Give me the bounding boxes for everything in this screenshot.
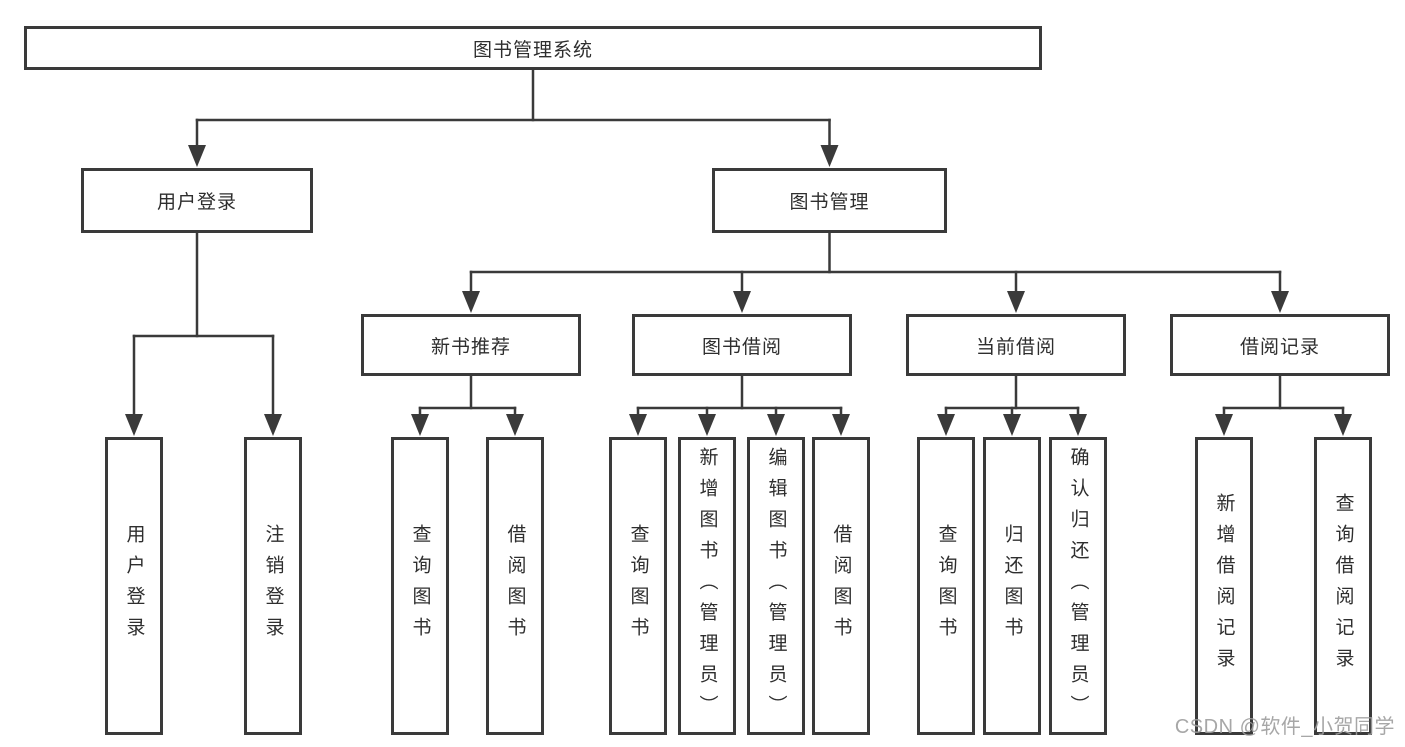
node-label: 图书管理 — [789, 192, 870, 213]
arrowhead-icon — [767, 414, 785, 436]
arrowhead-icon — [820, 145, 839, 167]
arrowhead-icon — [1334, 414, 1352, 436]
arrowhead-icon — [506, 414, 524, 436]
node-root: 图书管理系统 — [24, 26, 1042, 70]
node-bb-edit: 编辑图书（管理员） — [747, 437, 805, 735]
node-bb-add: 新增图书（管理员） — [678, 437, 736, 735]
node-label: 查询借阅记录 — [1332, 493, 1354, 679]
node-label: 新增图书（管理员） — [696, 446, 718, 726]
node-label: 借阅记录 — [1239, 336, 1320, 358]
arrowhead-icon — [125, 414, 143, 436]
node-user-login: 用户登录 — [105, 437, 163, 735]
arrowhead-icon — [733, 291, 751, 313]
node-current-borrow: 当前借阅 — [906, 314, 1126, 376]
node-label: 借阅图书 — [830, 524, 852, 648]
node-book-borrow: 图书借阅 — [632, 314, 852, 376]
arrowhead-icon — [1069, 414, 1087, 436]
arrowhead-icon — [462, 291, 480, 313]
node-label: 查询图书 — [409, 524, 431, 648]
node-label: 归还图书 — [1001, 524, 1023, 648]
node-cb-return: 归还图书 — [983, 437, 1041, 735]
node-label: 查询图书 — [935, 524, 957, 648]
node-label: 图书管理系统 — [472, 39, 593, 61]
arrowhead-icon — [264, 414, 282, 436]
node-label: 注销登录 — [262, 524, 284, 648]
node-new-book-rec: 新书推荐 — [361, 314, 581, 376]
node-label: 新书推荐 — [430, 336, 511, 358]
arrowhead-icon — [1271, 291, 1289, 313]
node-cb-confirm: 确认归还（管理员） — [1049, 437, 1107, 735]
arrowhead-icon — [188, 145, 206, 167]
node-label: 查询图书 — [627, 524, 649, 648]
node-label: 当前借阅 — [975, 336, 1056, 358]
node-nb-borrow: 借阅图书 — [486, 437, 544, 735]
arrowhead-icon — [411, 414, 429, 436]
arrowhead-icon — [1215, 414, 1233, 436]
node-label: 用户登录 — [123, 524, 145, 648]
node-cb-query: 查询图书 — [917, 437, 975, 735]
node-label: 新增借阅记录 — [1213, 493, 1235, 679]
node-book-mgmt: 图书管理 — [712, 168, 947, 233]
arrowhead-icon — [1003, 414, 1021, 436]
node-logout: 注销登录 — [244, 437, 302, 735]
node-label: 确认归还（管理员） — [1067, 446, 1089, 726]
node-borrow-records: 借阅记录 — [1170, 314, 1390, 376]
node-label: 图书借阅 — [701, 336, 782, 358]
node-rec-query: 查询借阅记录 — [1314, 437, 1372, 735]
node-rec-add: 新增借阅记录 — [1195, 437, 1253, 735]
arrowhead-icon — [937, 414, 955, 436]
node-user-login-group: 用户登录 — [81, 168, 313, 233]
arrowhead-icon — [629, 414, 647, 436]
node-bb-query: 查询图书 — [609, 437, 667, 735]
node-bb-borrow: 借阅图书 — [812, 437, 870, 735]
node-label: 用户登录 — [156, 192, 237, 213]
arrowhead-icon — [698, 414, 716, 436]
node-nb-query: 查询图书 — [391, 437, 449, 735]
node-label: 借阅图书 — [504, 524, 526, 648]
arrowhead-icon — [1007, 291, 1025, 313]
watermark: CSDN @软件_小贺同学 — [1174, 716, 1395, 738]
arrowhead-icon — [832, 414, 850, 436]
node-label: 编辑图书（管理员） — [765, 446, 787, 726]
